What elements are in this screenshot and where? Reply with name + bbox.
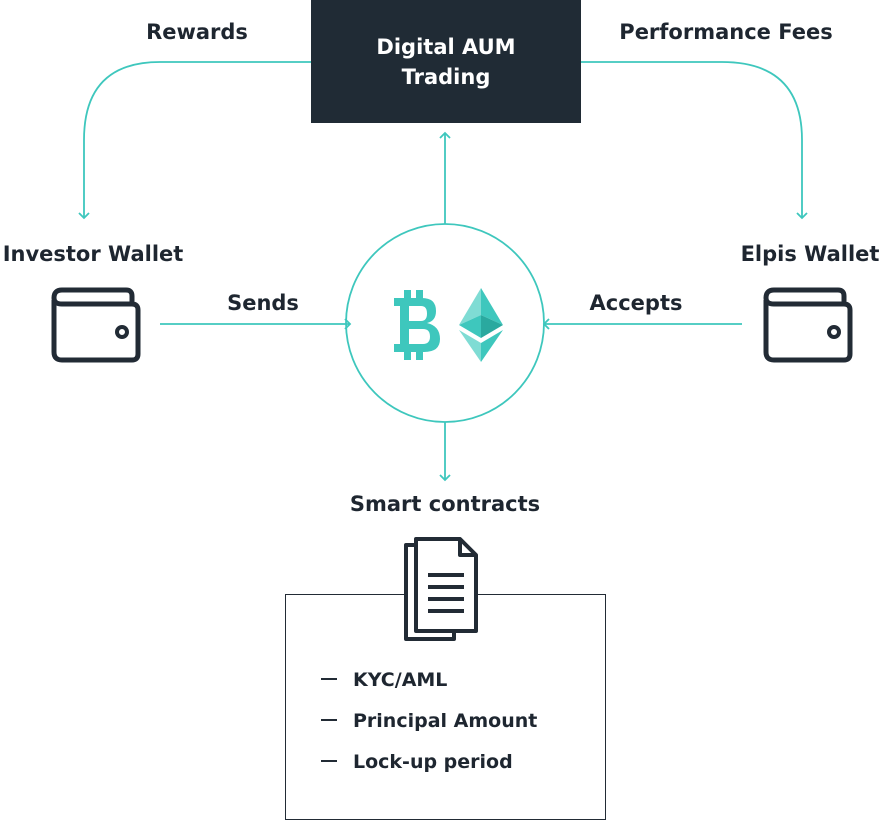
sends-label: Sends [227,291,299,315]
wallet-icon [51,287,141,363]
contract-item-lockup: Lock-up period [353,751,513,773]
investor-wallet-label: Investor Wallet [2,242,184,266]
dash-icon [321,677,337,680]
list-item: KYC/AML [321,665,537,706]
elpis-wallet-label: Elpis Wallet [740,242,880,266]
rewards-arrow [78,61,311,220]
accepts-label: Accepts [589,291,683,315]
digital-aum-trading-box: Digital AUM Trading [311,0,581,123]
wallet-icon [763,287,853,363]
performance-fees-arrow [581,61,808,220]
top-box-line2: Trading [401,64,491,89]
performance-fees-label: Performance Fees [619,20,833,44]
contract-terms-list: KYC/AML Principal Amount Lock-up period [321,665,537,788]
smart-contracts-label: Smart contracts [349,492,541,516]
rewards-label: Rewards [146,20,248,44]
list-item: Lock-up period [321,747,537,788]
crypto-circle [345,223,545,423]
document-stack-icon [404,537,478,641]
dash-icon [321,759,337,762]
contract-item-kyc: KYC/AML [353,669,448,691]
contract-item-principal: Principal Amount [353,710,538,732]
ethereum-icon [459,288,503,362]
bitcoin-icon [394,290,440,360]
list-item: Principal Amount [321,706,537,747]
dash-icon [321,718,337,721]
top-box-line1: Digital AUM [376,34,516,59]
